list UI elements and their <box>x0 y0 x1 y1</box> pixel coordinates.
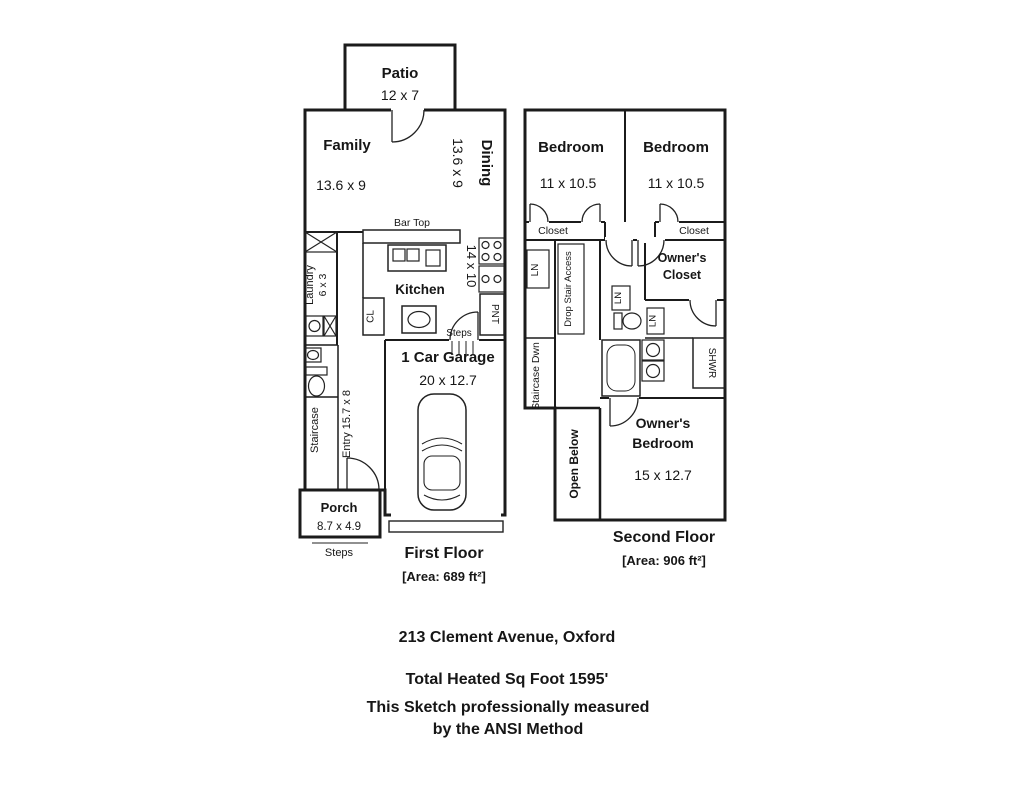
closet-left-label: Closet <box>538 225 568 237</box>
second-floor-door-gaps <box>529 219 717 401</box>
porch-label: Porch <box>321 500 358 515</box>
owners-bedroom-label-1: Owner's <box>636 415 691 431</box>
second-floor: Bedroom 11 x 10.5 Bedroom 11 x 10.5 Clos… <box>523 108 727 568</box>
patio-door-arc <box>391 109 425 143</box>
owners-closet-door-arc <box>689 299 717 327</box>
range-icon <box>478 237 505 265</box>
closet-cl-box <box>362 297 385 336</box>
method-line-1: This Sketch professionally measured <box>367 699 650 716</box>
garage-door-panel <box>388 520 504 533</box>
owners-bedroom-dims: 15 x 12.7 <box>634 467 692 483</box>
bedroom-left-door-arc <box>605 239 633 267</box>
bathtub-icon <box>601 339 641 397</box>
first-floor: Patio 12 x 7 Family 13.6 x 9 13.6 x 9 Di… <box>298 43 507 584</box>
entry-door-arc <box>346 457 380 491</box>
garage-dims: 20 x 12.7 <box>419 372 477 388</box>
bath-sink-icon <box>304 347 322 363</box>
second-floor-outline <box>523 108 727 522</box>
linen-bath1-label: LN <box>613 292 624 304</box>
closet-right-door-arc <box>659 203 679 223</box>
garage-door-arc <box>449 311 479 341</box>
kitchen-counter-sink-icon <box>387 244 447 272</box>
owners-bedroom-label-2: Bedroom <box>632 435 693 451</box>
closet-cl-label: CL <box>366 310 377 323</box>
appliance-icon <box>478 265 505 293</box>
entry-label: Entry 15.7 x 8 <box>341 390 353 458</box>
kitchen-dims: 14 x 10 <box>464 245 479 288</box>
total-sqft-line: Total Heated Sq Foot 1595' <box>406 671 609 688</box>
owners-closet-label-2: Closet <box>663 268 702 282</box>
utility-sink-icon <box>305 315 337 337</box>
address-line: 213 Clement Avenue, Oxford <box>399 629 616 646</box>
drop-stair-box <box>557 243 585 335</box>
linen-hall-label: LN <box>530 264 541 277</box>
bedroom-left-dims: 11 x 10.5 <box>540 175 597 191</box>
open-below-outline <box>555 406 602 520</box>
first-floor-title: First Floor <box>404 545 483 562</box>
pantry-label: PNT <box>489 304 500 324</box>
drop-stair-label: Drop Stair Access <box>563 251 574 327</box>
patio-dims: 12 x 7 <box>381 87 419 103</box>
linen-cabinet-bath-2 <box>646 307 665 335</box>
island-sink-icon <box>401 305 437 334</box>
dining-dims: 13.6 x 9 <box>450 138 466 188</box>
porch-outline <box>298 488 382 539</box>
garage-label: 1 Car Garage <box>401 349 494 366</box>
patio-label: Patio <box>382 65 419 82</box>
linen-cabinet-bath-1 <box>611 285 631 311</box>
toilet-icon-2 <box>613 312 642 330</box>
second-floor-area: [Area: 906 ft²] <box>622 553 706 568</box>
car-icon <box>417 393 467 511</box>
second-floor-interior-walls <box>525 110 725 408</box>
bedroom-left-label: Bedroom <box>538 139 604 156</box>
family-label: Family <box>323 137 371 154</box>
washer-dryer-icon <box>304 231 338 253</box>
second-floor-door-arcs <box>529 203 717 427</box>
toilet-icon <box>305 366 328 397</box>
linen-cabinet-hall <box>526 249 550 289</box>
shower-stall <box>692 337 726 389</box>
staircase-dwn-label: Staircase Dwn <box>530 342 542 410</box>
laundry-dims: 6 x 3 <box>317 273 329 296</box>
second-floor-title: Second Floor <box>613 529 715 546</box>
porch-steps-label: Steps <box>325 547 354 559</box>
bar-top-counter <box>362 229 461 244</box>
open-below-label: Open Below <box>567 429 581 499</box>
garage-steps-ticks <box>451 341 474 355</box>
family-dims: 13.6 x 9 <box>316 177 366 193</box>
first-floor-door-arcs <box>346 109 479 491</box>
pantry-box <box>479 293 505 336</box>
closet-left-door-arc-1 <box>529 203 549 223</box>
owners-closet-label-1: Owner's <box>658 251 707 265</box>
shower-label: SHWR <box>706 348 717 379</box>
kitchen-label: Kitchen <box>395 282 445 297</box>
first-floor-interior-walls <box>305 231 505 490</box>
bedroom-right-dims: 11 x 10.5 <box>648 175 705 191</box>
bedroom-right-label: Bedroom <box>643 139 709 156</box>
porch-dims: 8.7 x 4.9 <box>317 521 361 533</box>
closet-right-label: Closet <box>679 225 709 237</box>
bar-top-label: Bar Top <box>394 217 430 229</box>
vanity-sinks-icon <box>641 339 665 382</box>
owners-bedroom-door-arc <box>609 397 639 427</box>
laundry-label: Laundry <box>304 265 316 305</box>
footer-text: 213 Clement Avenue, Oxford Total Heated … <box>367 629 650 738</box>
staircase-label: Staircase <box>309 407 321 453</box>
closet-left-door-arc-2 <box>581 203 601 223</box>
dining-label: Dining <box>478 140 495 187</box>
first-floor-area: [Area: 689 ft²] <box>402 569 486 584</box>
garage-steps-label: Steps <box>446 328 472 339</box>
bedroom-right-door-arc <box>637 239 665 267</box>
linen-bath2-label: LN <box>648 315 659 327</box>
method-line-2: by the ANSI Method <box>433 721 584 738</box>
